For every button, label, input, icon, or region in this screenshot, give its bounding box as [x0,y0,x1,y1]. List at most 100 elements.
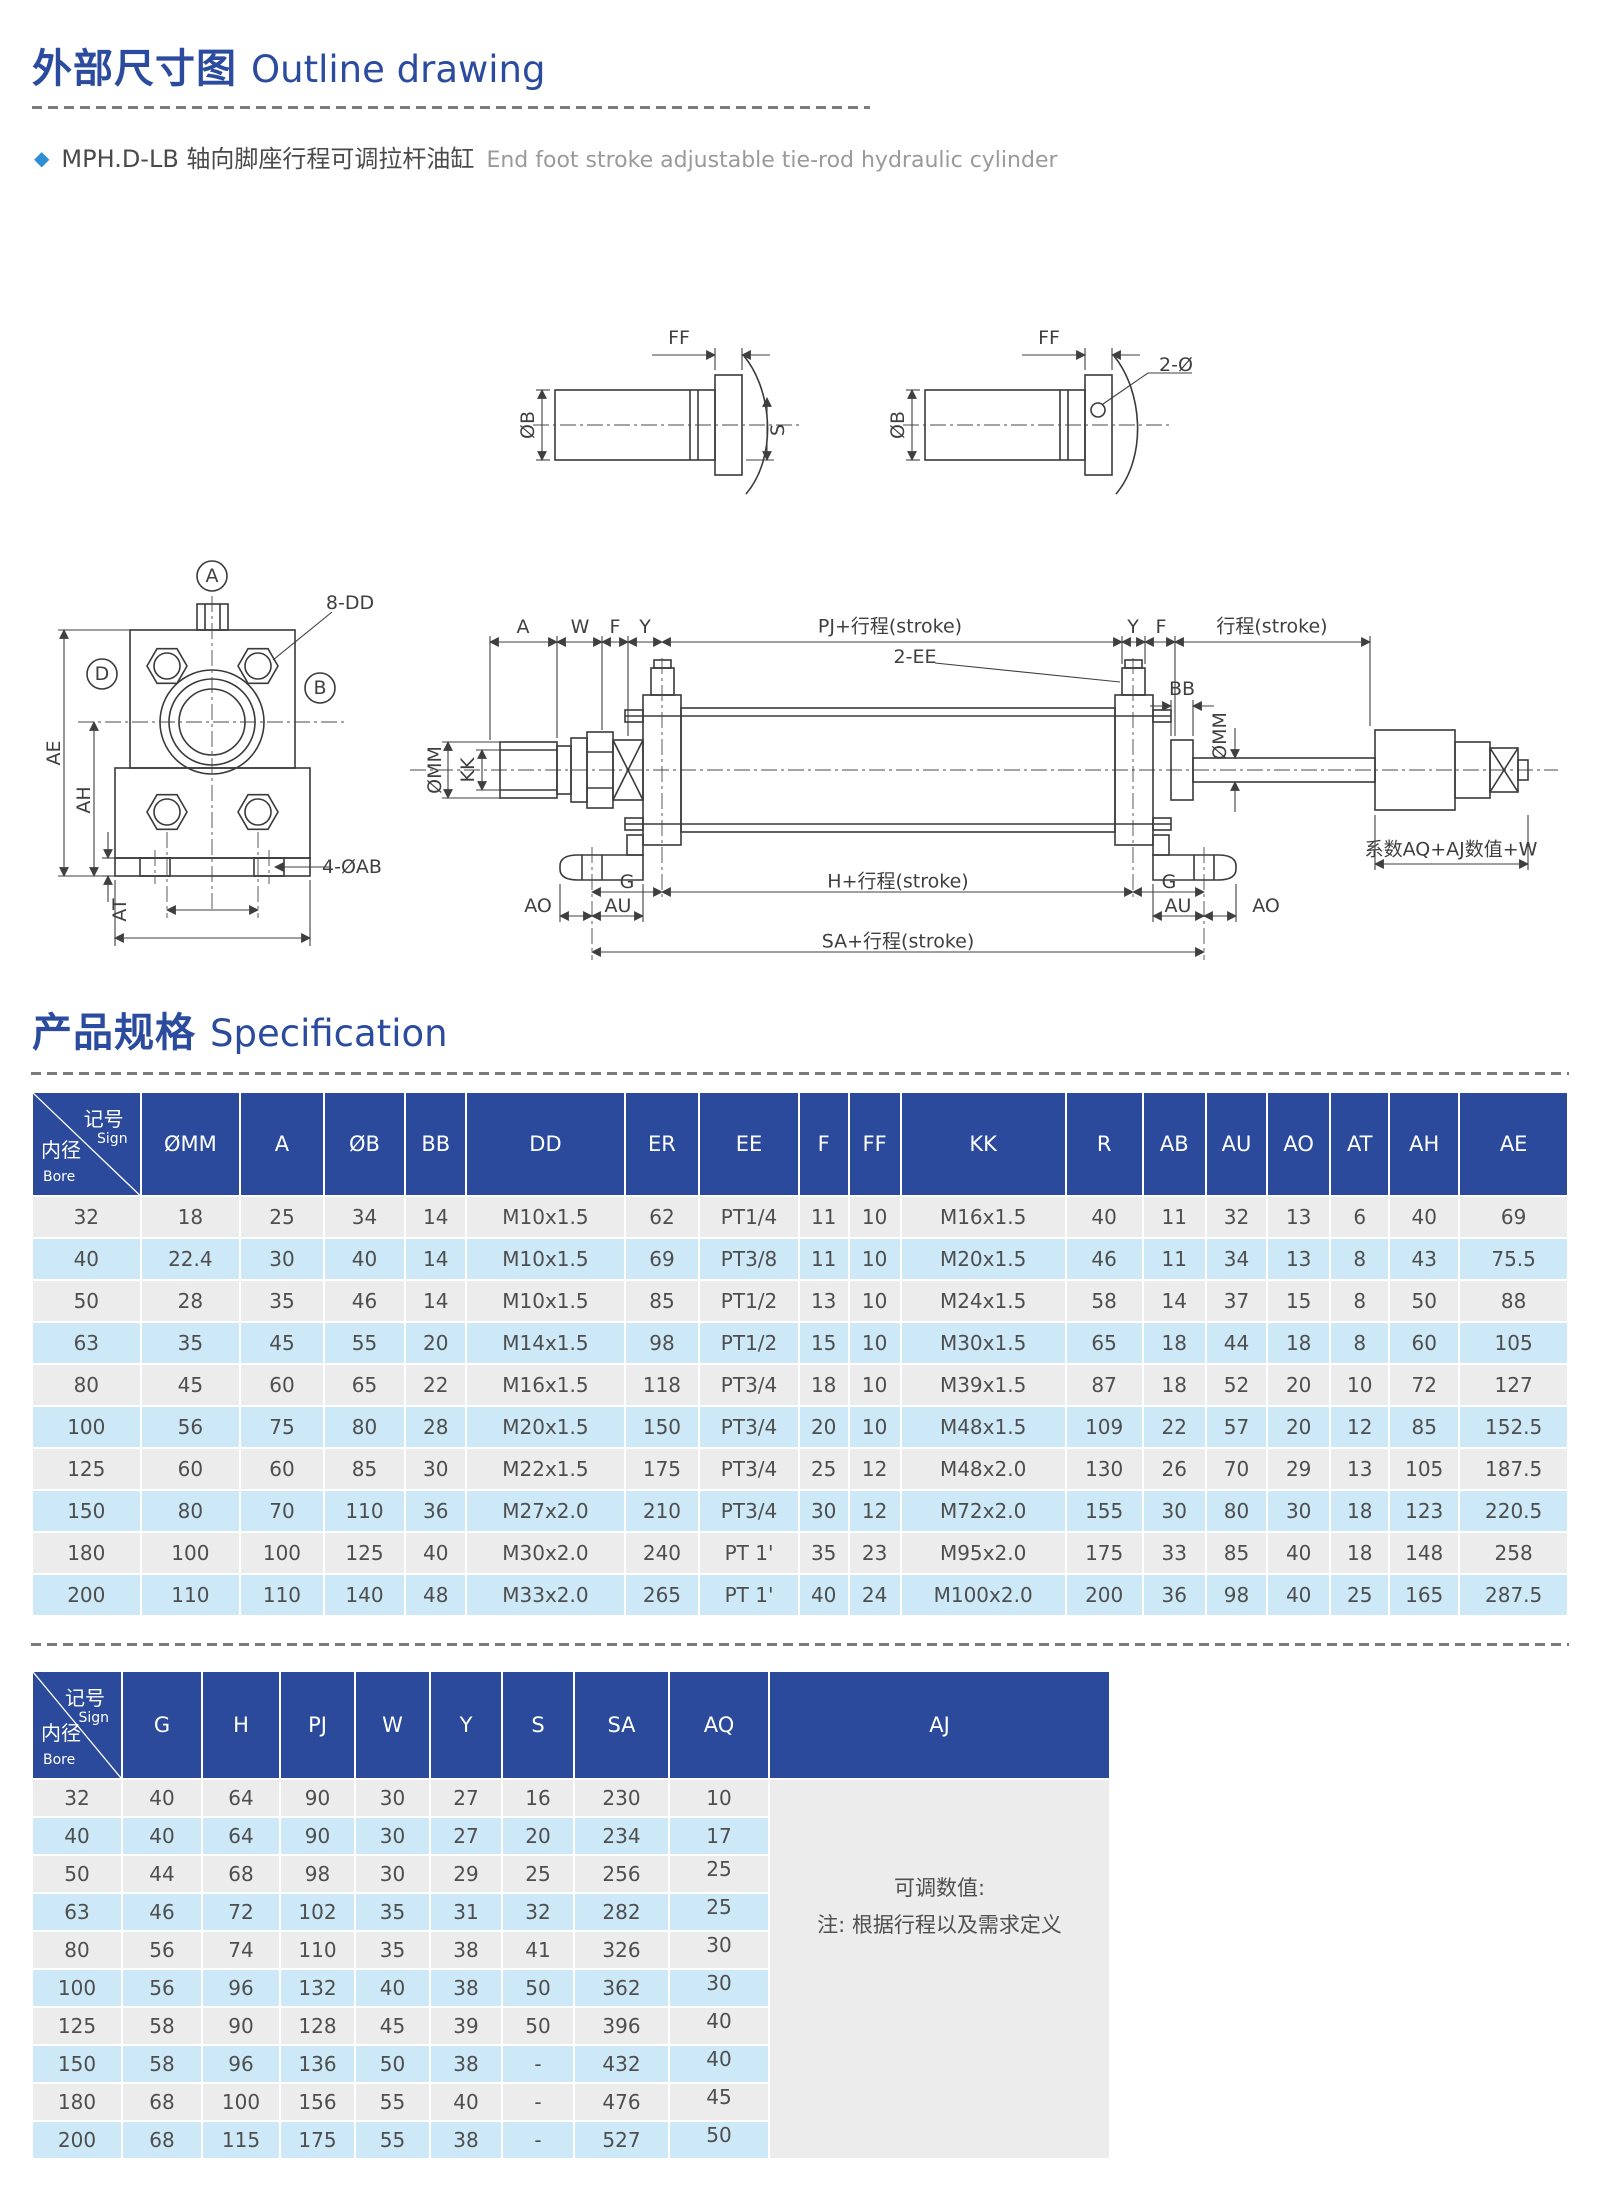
bore-cell: 100 [31,1968,123,2008]
dim-label-two-dia: 2-Ø [1159,354,1193,376]
value-cell: 11 [1141,1237,1207,1281]
value-cell: M20x1.5 [899,1237,1067,1281]
value-cell: 30 [239,1237,325,1281]
value-cell: 30 [354,1816,431,1856]
value-cell: 38 [429,1930,503,1970]
value-cell: 24 [847,1573,902,1617]
value-cell: 32 [1204,1195,1269,1239]
dim-label-dim-f2: F [1155,616,1167,638]
value-cell: 60 [139,1447,242,1491]
dim-label-ao-left: AO [524,895,552,917]
value-cell: 8 [1329,1237,1391,1281]
value-cell: 27 [429,1778,503,1818]
value-cell: 527 [573,2120,670,2160]
header-cell-DD: DD [465,1091,626,1197]
value-cell: 25 [668,1854,770,1894]
dim-label-bb: BB [1168,678,1196,700]
value-cell: 34 [1204,1237,1269,1281]
dim-label-ff-left: FF [668,327,690,349]
value-cell: M48x2.0 [899,1447,1067,1491]
dim-label-aq-formula: 系数AQ+AJ数值+W [1364,838,1538,861]
value-cell: M10x1.5 [465,1195,626,1239]
value-cell: 46 [121,1892,203,1932]
value-cell: 234 [573,1816,670,1856]
dim-label-pj-stroke: PJ+行程(stroke) [817,615,963,638]
value-cell: 109 [1064,1405,1144,1449]
value-cell: 17 [668,1816,770,1856]
value-cell: 8 [1329,1321,1391,1365]
model-name-en: End foot stroke adjustable tie-rod hydra… [486,148,1058,173]
value-cell: 45 [668,2082,770,2122]
value-cell: PT 1' [698,1573,800,1617]
value-cell: 10 [847,1363,902,1407]
value-cell: 20 [1265,1405,1332,1449]
value-cell: 40 [121,1816,203,1856]
value-cell: 68 [121,2120,203,2160]
value-cell: 130 [1064,1447,1144,1491]
value-cell: 75.5 [1458,1237,1569,1281]
value-cell: 46 [322,1279,407,1323]
value-cell: 22 [404,1363,468,1407]
value-cell: 155 [1064,1489,1144,1533]
value-cell: 30 [668,1930,770,1970]
diamond-bullet-icon: ◆ [34,146,50,170]
aj-note-line1: 可调数值: [893,1876,986,1901]
aj-note-cell: 可调数值:注: 根据行程以及需求定义 [768,1778,1111,2160]
value-cell: 29 [1265,1447,1332,1491]
value-cell: 28 [139,1279,242,1323]
value-cell: 11 [1141,1195,1207,1239]
value-cell: 18 [1329,1489,1391,1533]
value-cell: 40 [797,1573,850,1617]
value-cell: 258 [1458,1531,1569,1575]
bore-cell: 63 [31,1321,142,1365]
bore-cell: 32 [31,1778,123,1818]
bore-cell: 180 [31,2082,123,2122]
value-cell: 74 [201,1930,281,1970]
value-cell: 100 [239,1531,325,1575]
value-cell: 156 [279,2082,356,2122]
value-cell: 56 [121,1930,203,1970]
value-cell: 11 [797,1195,850,1239]
value-cell: 15 [797,1321,850,1365]
value-cell: 58 [1064,1279,1144,1323]
bore-cell: 32 [31,1195,142,1239]
header-cell-F: F [797,1091,850,1197]
dim-label-circle-a: A [205,565,219,587]
value-cell: 98 [1204,1573,1269,1617]
value-cell: 60 [1388,1321,1461,1365]
value-cell: M22x1.5 [465,1447,626,1491]
value-cell: 10 [847,1321,902,1365]
value-cell: 69 [1458,1195,1569,1239]
value-cell: 35 [139,1321,242,1365]
value-cell: 20 [404,1321,468,1365]
value-cell: 25 [668,1892,770,1932]
value-cell: 80 [139,1489,242,1533]
corner-sign-zh: 记号 [65,1686,105,1710]
dashed-divider [31,1072,1569,1075]
header-cell-AU: AU [1204,1091,1269,1197]
value-cell: 35 [354,1930,431,1970]
value-cell: M14x1.5 [465,1321,626,1365]
value-cell: 45 [239,1321,325,1365]
value-cell: 105 [1388,1447,1461,1491]
dim-label-omm-right: ØMM [1209,712,1231,760]
value-cell: 56 [121,1968,203,2008]
value-cell: 287.5 [1458,1573,1569,1617]
value-cell: 60 [239,1363,325,1407]
bore-cell: 80 [31,1930,123,1970]
value-cell: 62 [623,1195,701,1239]
value-cell: 175 [279,2120,356,2160]
dim-label-kk: KK [457,757,479,783]
value-cell: 35 [354,1892,431,1932]
value-cell: 27 [429,1816,503,1856]
value-cell: 256 [573,1854,670,1894]
header-cell-AE: AE [1458,1091,1569,1197]
dim-label-s-left: S [767,423,789,437]
value-cell: 200 [1064,1573,1144,1617]
